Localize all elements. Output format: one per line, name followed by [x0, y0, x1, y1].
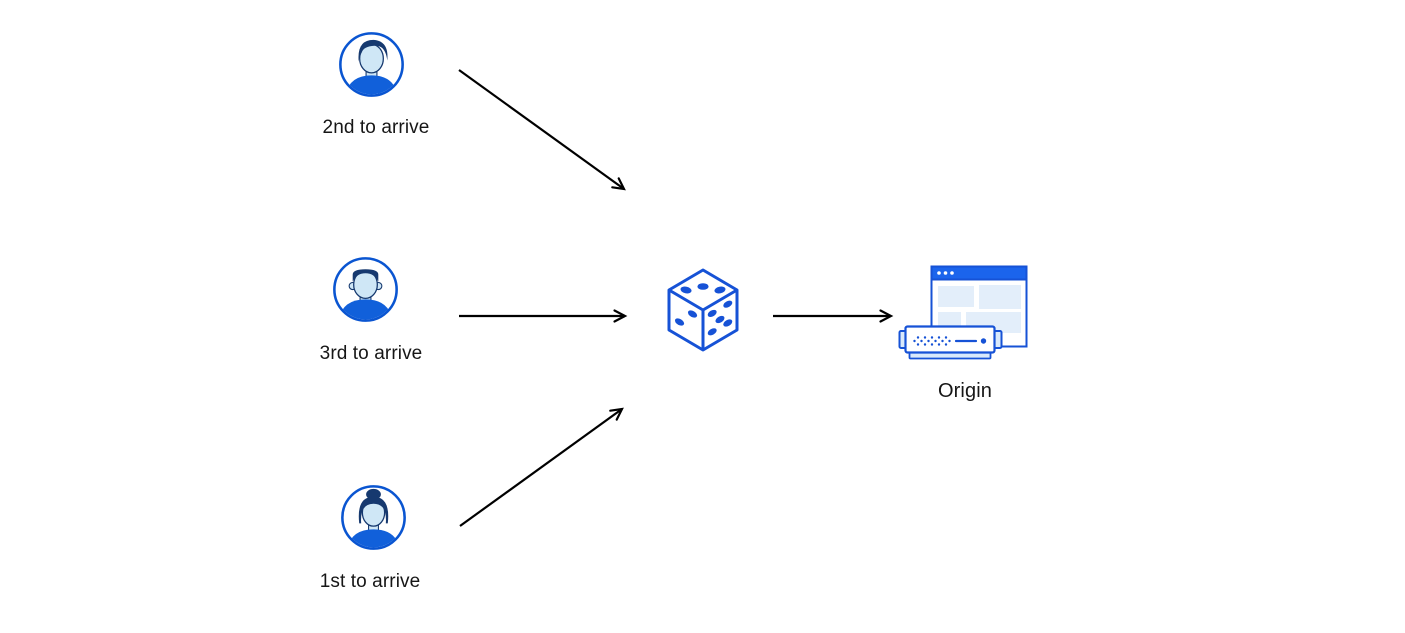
origin-browser-server-icon [898, 265, 1028, 360]
client-node-3rd [332, 256, 399, 328]
arrow-2nd-to-dice [458, 69, 626, 191]
client-node-2nd [338, 31, 405, 103]
client-label-3rd: 3rd to arrive [319, 343, 423, 364]
origin-label: Origin [938, 380, 992, 402]
origin-node [895, 260, 1030, 370]
male-avatar-swept-hair-icon [339, 32, 404, 97]
client-node-1st [340, 484, 407, 556]
female-avatar-bun-icon [341, 485, 406, 550]
client-label-2nd: 2nd to arrive [322, 117, 430, 138]
dice-icon [667, 268, 739, 352]
male-avatar-flat-top-icon [333, 257, 398, 322]
client-label-1st: 1st to arrive [319, 571, 421, 592]
arrow-1st-to-dice [459, 407, 624, 527]
dice-node [666, 267, 740, 358]
